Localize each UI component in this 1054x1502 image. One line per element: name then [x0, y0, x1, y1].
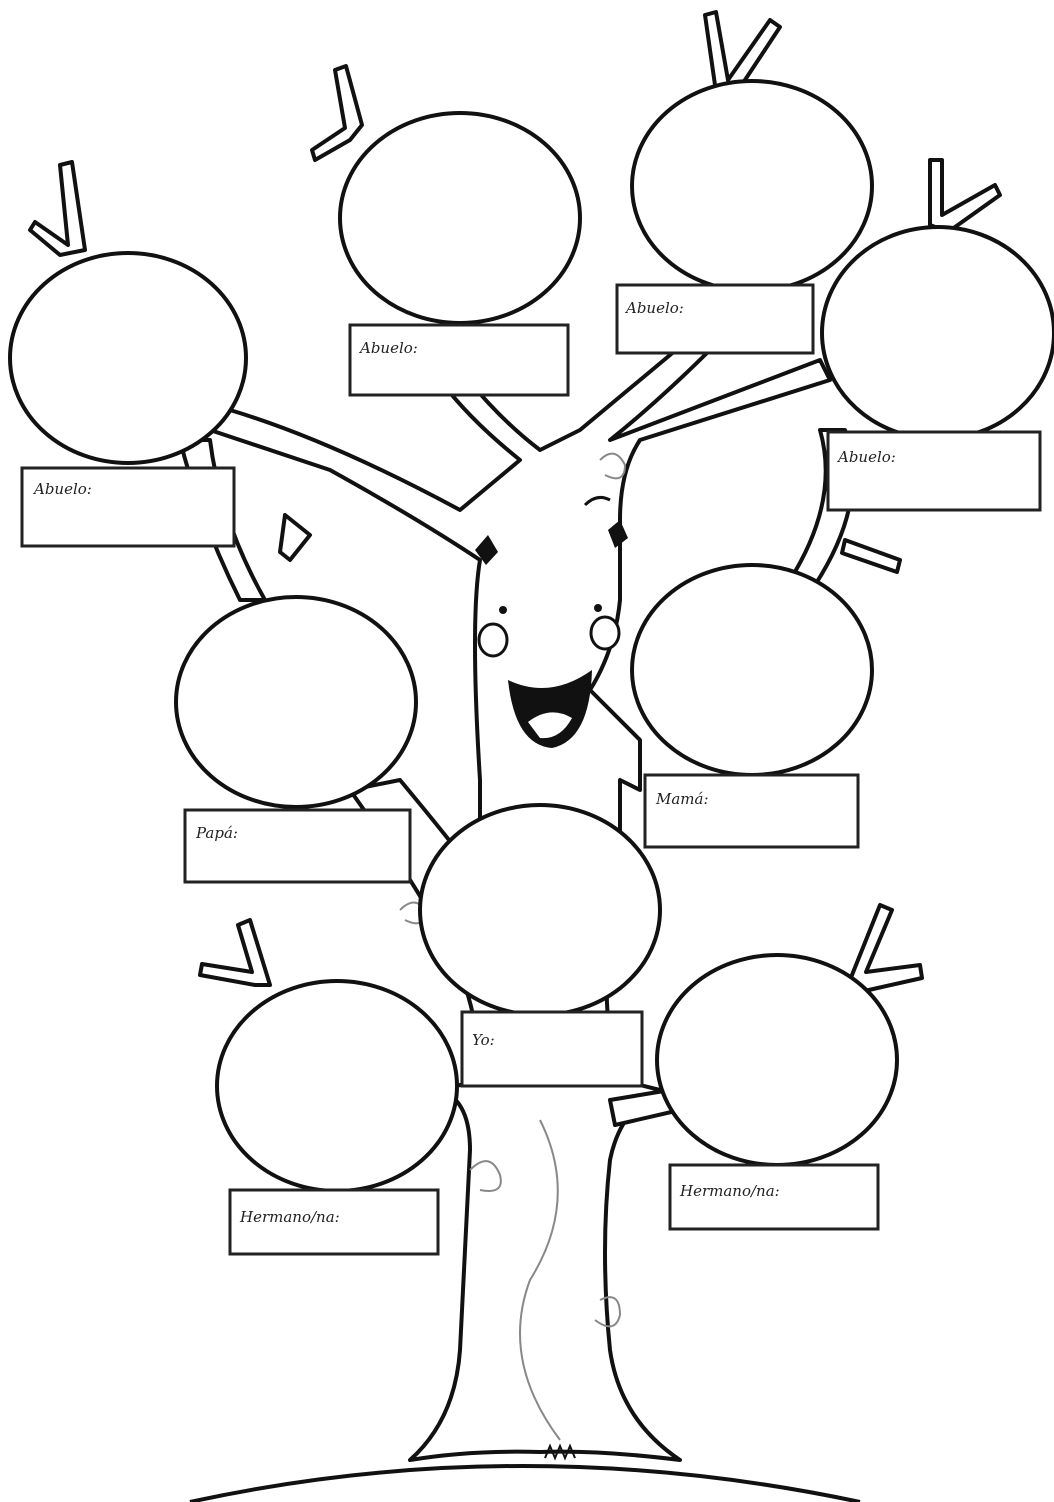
label-text: Hermano/na:	[239, 1208, 340, 1226]
photo-frame-mother	[632, 565, 872, 775]
label-grandparent-1[interactable]: Abuelo:	[22, 468, 234, 546]
label-text: Abuelo:	[624, 299, 684, 317]
twig	[930, 160, 1000, 232]
photo-frame-sibling-2	[657, 955, 897, 1165]
tree-nostril	[499, 606, 507, 614]
label-grandparent-3[interactable]: Abuelo:	[617, 285, 813, 353]
photo-frame-grandparent-4	[822, 227, 1054, 439]
photo-frame-sibling-1	[217, 981, 457, 1191]
photo-frame-grandparent-2	[340, 113, 580, 323]
tree-cheek-right	[591, 617, 619, 649]
label-me[interactable]: Yo:	[462, 1012, 642, 1086]
photo-frame-grandparent-1	[10, 253, 246, 463]
label-grandparent-4[interactable]: Abuelo:	[828, 432, 1040, 510]
tree-nostril	[594, 604, 602, 612]
ground	[190, 1466, 860, 1502]
tree-cheek-left	[479, 624, 507, 656]
label-text: Papá:	[195, 824, 238, 842]
photo-frame-me	[420, 805, 660, 1015]
label-sibling-2[interactable]: Hermano/na:	[670, 1165, 878, 1229]
twig	[200, 920, 270, 985]
twig	[842, 540, 900, 572]
label-text: Yo:	[472, 1031, 495, 1049]
label-mother[interactable]: Mamá:	[645, 775, 858, 847]
label-grandparent-2[interactable]: Abuelo:	[350, 325, 568, 395]
twig	[280, 515, 310, 560]
photo-frame-father	[176, 597, 416, 807]
label-text: Hermano/na:	[679, 1182, 780, 1200]
twig	[850, 905, 922, 992]
label-sibling-1[interactable]: Hermano/na:	[230, 1190, 438, 1254]
label-text: Abuelo:	[836, 448, 896, 466]
twig	[312, 66, 362, 160]
label-text: Abuelo:	[32, 480, 92, 498]
label-father[interactable]: Papá:	[185, 810, 410, 882]
twig	[30, 162, 85, 255]
photo-frame-grandparent-3	[632, 81, 872, 291]
label-text: Abuelo:	[358, 339, 418, 357]
label-text: Mamá:	[655, 790, 709, 808]
